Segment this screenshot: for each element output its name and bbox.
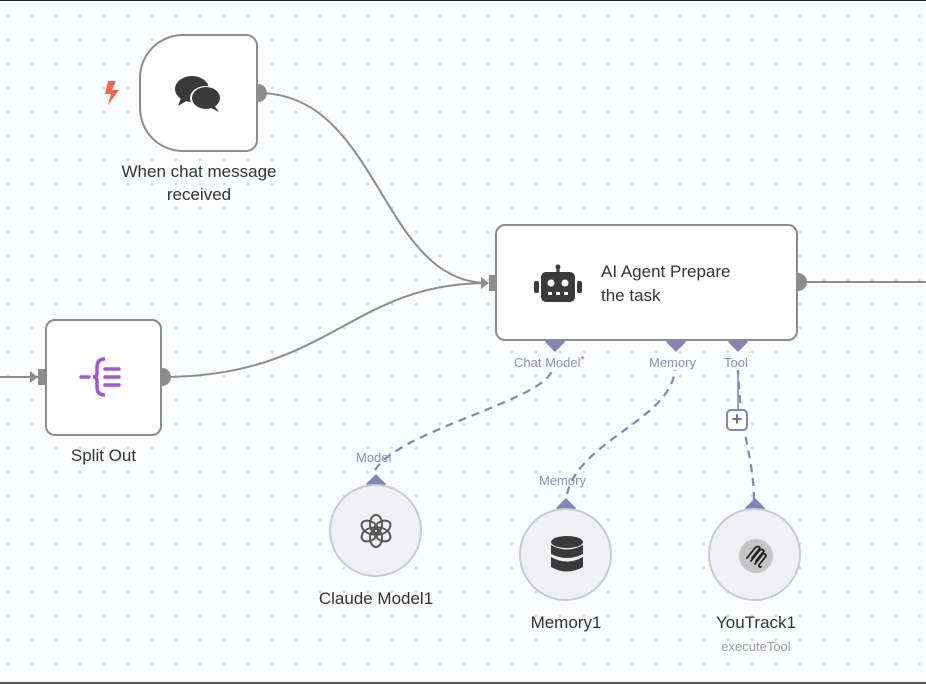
window-top-border — [0, 0, 926, 1]
split-out-icon — [79, 357, 121, 397]
edge-model-to-agent[interactable] — [374, 369, 554, 471]
input-port-split[interactable] — [38, 369, 45, 385]
lightning-bolt-icon — [105, 81, 119, 105]
edge-memory-to-agent[interactable] — [565, 369, 677, 495]
window-bottom-border — [0, 682, 926, 684]
youtrack-sublabel: executeTool — [721, 639, 791, 654]
port-label-chat-model: Chat Model* — [514, 355, 585, 370]
node-memory[interactable] — [519, 508, 612, 601]
port-label-memory: Memory — [649, 355, 696, 370]
split-out-label: Split Out — [70, 446, 137, 465]
node-chat-trigger[interactable] — [139, 34, 258, 152]
node-claude-model[interactable] — [329, 484, 422, 577]
openai-knot-icon — [360, 514, 392, 548]
edge-trigger-to-agent[interactable] — [257, 92, 489, 284]
trigger-label: When chat message received — [121, 162, 277, 204]
youtrack-label: YouTrack1 — [715, 613, 796, 632]
input-arrow-agent — [481, 277, 489, 289]
robot-icon — [534, 264, 582, 302]
port-label-memory-node: Memory — [539, 473, 586, 488]
add-tool-button[interactable]: + — [726, 409, 748, 431]
port-label-model: Model — [356, 450, 392, 465]
node-split-out[interactable] — [45, 319, 162, 436]
edge-split-to-agent[interactable] — [161, 282, 489, 378]
claude-model-label: Claude Model1 — [318, 589, 434, 608]
port-label-tool: Tool — [724, 355, 748, 370]
node-ai-agent[interactable]: AI Agent Prepare the task — [495, 224, 798, 341]
memory-label: Memory1 — [530, 613, 602, 632]
database-icon — [551, 536, 583, 572]
required-mark: * — [580, 355, 585, 366]
edge-tool-to-agent[interactable] — [736, 369, 756, 501]
youtrack-icon — [739, 539, 773, 573]
node-youtrack[interactable] — [708, 508, 801, 601]
input-arrow-split — [30, 371, 38, 383]
agent-title: AI Agent Prepare the task — [601, 262, 731, 305]
chat-bubbles-icon — [175, 76, 222, 112]
input-port-agent[interactable] — [489, 275, 496, 291]
